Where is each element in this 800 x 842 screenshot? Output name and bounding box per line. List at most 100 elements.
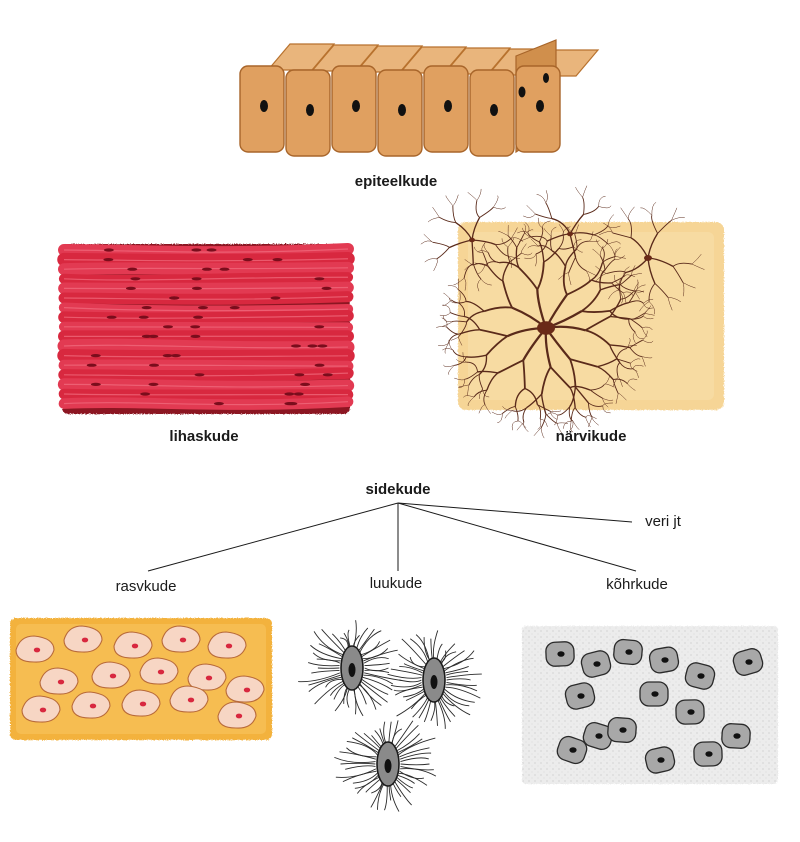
- muscle-nucleus: [323, 373, 333, 376]
- nerve-dendrite: [538, 419, 541, 429]
- bone-process: [400, 758, 428, 762]
- nerve-dendrite: [476, 201, 480, 218]
- muscle-nucleus: [294, 373, 304, 376]
- bone-process: [399, 773, 427, 785]
- bone-process: [399, 680, 421, 682]
- nerve-dendrite: [523, 214, 535, 217]
- muscle-nucleus: [140, 392, 150, 395]
- muscle-nucleus: [287, 402, 297, 405]
- cartilage-nucleus: [705, 751, 712, 757]
- cartilage-nucleus: [733, 733, 740, 739]
- bone-process: [343, 771, 377, 781]
- nerve-dendrite: [446, 196, 453, 206]
- muscle-nucleus: [195, 373, 205, 376]
- nerve-dendrite: [599, 196, 606, 206]
- muscle-nucleus: [291, 344, 301, 347]
- nerve-dendrite: [492, 412, 502, 415]
- bone-process: [445, 658, 474, 670]
- nerve-dendrite: [493, 196, 498, 208]
- cartilage-nucleus: [557, 651, 564, 657]
- bone-process: [397, 693, 426, 716]
- bone-process: [394, 780, 412, 805]
- bone-process: [345, 766, 375, 770]
- nerve-dendrite: [599, 206, 611, 208]
- bone-process: [336, 769, 376, 778]
- bone-process: [311, 670, 339, 673]
- nerve-dendrite: [550, 411, 561, 412]
- muscle-nucleus: [107, 316, 117, 319]
- bone-nucleus: [385, 759, 392, 773]
- adipose-nucleus: [188, 698, 194, 703]
- nerve-dendrite: [433, 207, 440, 217]
- muscle-nucleus: [198, 306, 208, 309]
- nerve-dendrite: [443, 293, 451, 300]
- nerve-dendrite: [424, 234, 433, 242]
- nerve-dendrite: [512, 421, 518, 430]
- muscle-nucleus: [307, 344, 317, 347]
- nerve-dendrite: [652, 202, 656, 215]
- bone-process: [353, 773, 377, 783]
- muscle-nucleus: [315, 364, 325, 367]
- muscle-nucleus: [192, 287, 202, 290]
- epithelial-nucleus: [306, 104, 314, 116]
- muscle-nucleus: [190, 335, 200, 338]
- nerve-dendrite: [439, 217, 455, 222]
- nerve-cell-body: [469, 238, 475, 243]
- cartilage-nucleus: [661, 657, 668, 663]
- bone-nucleus: [431, 675, 438, 689]
- muscle-nucleus: [104, 248, 114, 251]
- nerve-dendrite: [448, 286, 458, 290]
- nerve-dendrite: [477, 189, 481, 201]
- muscle-nucleus: [149, 364, 159, 367]
- nerve-dendrite: [428, 217, 439, 222]
- cartilage-nucleus: [657, 757, 664, 763]
- nerve-dendrite: [576, 187, 583, 197]
- muscle-nucleus: [87, 364, 97, 367]
- epithelial-nucleus: [352, 100, 360, 112]
- bone-process: [339, 752, 375, 759]
- nerve-dendrite: [453, 206, 456, 223]
- muscle-nucleus: [207, 248, 217, 251]
- nerve-dendrite: [443, 305, 450, 313]
- nerve-dendrite: [671, 217, 684, 220]
- nerve-dendrite: [621, 208, 629, 219]
- bone-tissue-illustration: [298, 620, 482, 811]
- muscle-nucleus: [317, 344, 327, 347]
- adipose-nucleus: [82, 638, 88, 643]
- bone-process: [395, 725, 418, 749]
- bone-process: [308, 663, 339, 666]
- nerve-dendrite: [586, 417, 591, 427]
- nerve-dendrite: [425, 259, 437, 262]
- bone-process: [401, 764, 430, 765]
- epithelial-nucleus: [260, 100, 268, 112]
- bone-process: [364, 670, 389, 672]
- cartilage-nucleus: [687, 709, 694, 715]
- label-epithelial: epiteelkude: [355, 173, 438, 190]
- bone-process: [419, 697, 430, 718]
- bone-process: [410, 657, 425, 667]
- adipose-nucleus: [180, 638, 186, 643]
- adipose-tissue-illustration: [10, 618, 272, 740]
- nerve-dendrite: [421, 241, 433, 244]
- nerve-dendrite: [640, 208, 651, 215]
- nerve-dendrite: [537, 194, 546, 202]
- nerve-dendrite: [468, 192, 477, 200]
- muscle-nucleus: [314, 277, 324, 280]
- nerve-dendrite: [480, 207, 494, 217]
- adipose-nucleus: [226, 644, 232, 649]
- cartilage-nucleus: [745, 659, 752, 665]
- bone-process: [447, 679, 471, 680]
- bone-process: [322, 629, 345, 653]
- adipose-nucleus: [90, 704, 96, 709]
- adipose-nucleus: [244, 688, 250, 693]
- adipose-nucleus: [140, 702, 146, 707]
- bone-process: [391, 682, 422, 687]
- nerve-dendrite: [437, 247, 450, 258]
- muscle-nucleus: [270, 296, 280, 299]
- nerve-dendrite: [534, 428, 541, 436]
- adipose-nucleus: [58, 680, 64, 685]
- bone-process: [446, 674, 481, 677]
- nerve-dendrite: [447, 327, 460, 334]
- line-to-cartilage: [398, 503, 636, 571]
